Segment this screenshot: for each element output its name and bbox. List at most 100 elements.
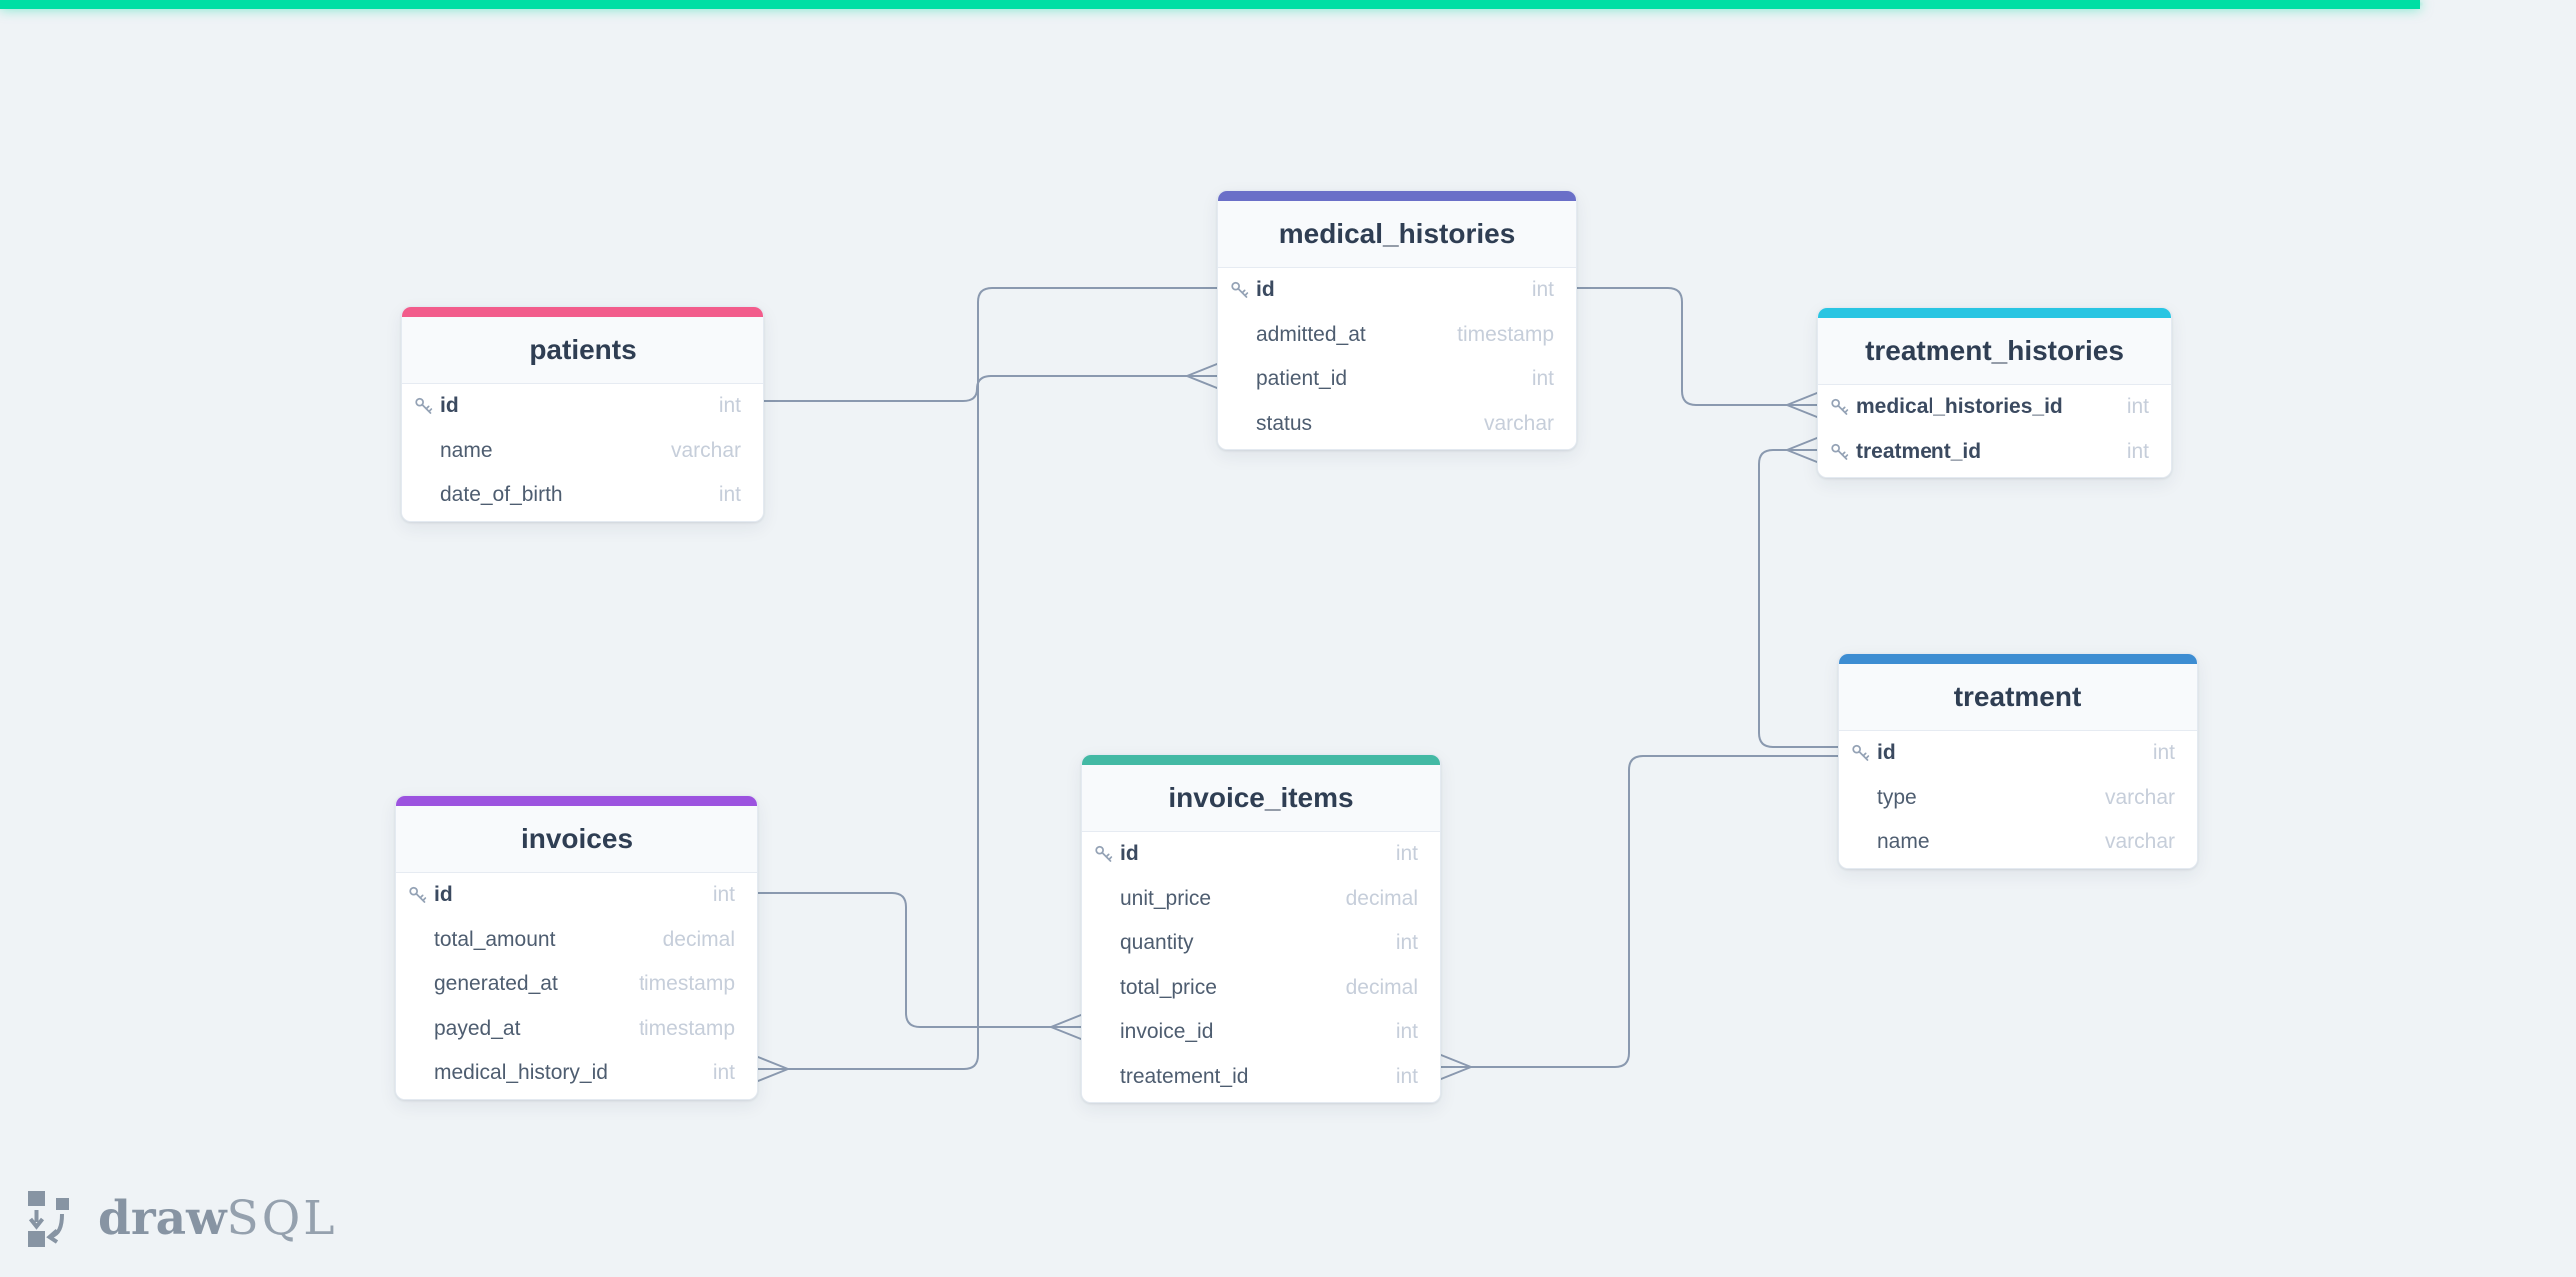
- field-row-invoice_items-quantity[interactable]: quantity int: [1082, 921, 1440, 966]
- field-row-medical_histories-admitted_at[interactable]: admitted_at timestamp: [1218, 313, 1576, 358]
- field-row-invoice_items-invoice_id[interactable]: invoice_id int: [1082, 1010, 1440, 1055]
- field-row-invoice_items-treatement_id[interactable]: treatement_id int: [1082, 1055, 1440, 1100]
- drawsql-logo: drawSQL: [26, 1189, 338, 1249]
- field-row-invoice_items-total_price[interactable]: total_price decimal: [1082, 966, 1440, 1011]
- field-name: patient_id: [1256, 367, 1348, 391]
- field-row-patients-name[interactable]: name varchar: [402, 429, 763, 474]
- field-row-treatment_histories-medical_histories_id[interactable]: medical_histories_id int: [1818, 385, 2171, 430]
- field-name: admitted_at: [1256, 322, 1366, 346]
- top-progress-bar: [0, 0, 2424, 40]
- primary-key-icon: [1849, 742, 1872, 765]
- field-name: treatement_id: [1120, 1064, 1249, 1088]
- field-name: type: [1877, 785, 1917, 809]
- field-type: int: [2152, 741, 2175, 765]
- field-type: int: [1395, 842, 1418, 866]
- field-type: int: [712, 1061, 735, 1085]
- field-type: int: [712, 883, 735, 907]
- drawsql-logo-icon: [28, 1191, 69, 1247]
- field-type: int: [1395, 931, 1418, 955]
- table-color-bar: [396, 796, 757, 806]
- drawsql-logo-text: drawSQL: [98, 1191, 338, 1246]
- primary-key-icon: [1828, 440, 1851, 463]
- field-name: id: [1877, 741, 1896, 765]
- field-name: invoice_id: [1120, 1020, 1214, 1044]
- table-treatment_histories[interactable]: treatment_histories medical_histories_id…: [1817, 307, 2172, 478]
- field-name: quantity: [1120, 931, 1194, 955]
- field-name: id: [1256, 278, 1275, 302]
- table-treatment[interactable]: treatment id int type varchar name varch…: [1838, 653, 2198, 869]
- field-type: int: [2126, 395, 2149, 419]
- field-type: decimal: [662, 927, 735, 951]
- field-name: name: [1877, 830, 1930, 854]
- field-type: int: [718, 483, 741, 507]
- field-row-treatment-type[interactable]: type varchar: [1839, 776, 2197, 821]
- field-type: int: [1531, 367, 1554, 391]
- table-title: invoices: [396, 806, 757, 873]
- primary-key-icon: [1828, 396, 1851, 419]
- field-name: total_price: [1120, 975, 1217, 999]
- field-type: int: [1531, 278, 1554, 302]
- field-name: name: [440, 438, 493, 462]
- field-name: id: [440, 394, 459, 418]
- field-type: varchar: [1483, 411, 1554, 435]
- field-type: varchar: [670, 438, 741, 462]
- table-title: treatment_histories: [1818, 318, 2171, 385]
- field-name: total_amount: [434, 927, 556, 951]
- field-name: status: [1256, 411, 1313, 435]
- field-row-treatment-name[interactable]: name varchar: [1839, 820, 2197, 865]
- field-row-invoices-total_amount[interactable]: total_amount decimal: [396, 918, 757, 963]
- field-type: varchar: [2104, 785, 2175, 809]
- field-row-patients-date_of_birth[interactable]: date_of_birth int: [402, 473, 763, 518]
- field-type: varchar: [2104, 830, 2175, 854]
- table-title: invoice_items: [1082, 765, 1440, 832]
- relationship-invoices-invoice_items[interactable]: [757, 892, 1082, 1040]
- field-row-invoices-id[interactable]: id int: [396, 873, 757, 918]
- field-name: id: [434, 883, 453, 907]
- table-invoices[interactable]: invoices id int total_amount decimal gen…: [395, 795, 758, 1100]
- relationship-treatment-invoice_items[interactable]: [1440, 755, 1839, 1080]
- field-row-medical_histories-patient_id[interactable]: patient_id int: [1218, 357, 1576, 402]
- field-name: id: [1120, 842, 1139, 866]
- field-row-invoices-generated_at[interactable]: generated_at timestamp: [396, 962, 757, 1007]
- field-row-patients-id[interactable]: id int: [402, 384, 763, 429]
- field-name: payed_at: [434, 1016, 521, 1040]
- relationship-patients-medical_histories[interactable]: [763, 363, 1218, 402]
- field-name: medical_history_id: [434, 1061, 608, 1085]
- field-name: generated_at: [434, 972, 558, 996]
- table-title: treatment: [1839, 664, 2197, 731]
- relationship-treatment-treatment_histories[interactable]: [1758, 437, 1839, 748]
- field-row-treatment_histories-treatment_id[interactable]: treatment_id int: [1818, 430, 2171, 475]
- field-type: timestamp: [1457, 322, 1554, 346]
- table-medical_histories[interactable]: medical_histories id int admitted_at tim…: [1217, 190, 1577, 450]
- primary-key-icon: [412, 395, 435, 418]
- primary-key-icon: [1228, 279, 1251, 302]
- field-row-medical_histories-id[interactable]: id int: [1218, 268, 1576, 313]
- field-type: decimal: [1345, 886, 1418, 910]
- field-name: unit_price: [1120, 886, 1212, 910]
- field-type: int: [718, 394, 741, 418]
- field-row-treatment-id[interactable]: id int: [1839, 731, 2197, 776]
- field-row-invoice_items-id[interactable]: id int: [1082, 832, 1440, 877]
- relationship-medical_histories-treatment_histories[interactable]: [1576, 287, 1818, 418]
- field-row-invoices-payed_at[interactable]: payed_at timestamp: [396, 1007, 757, 1052]
- field-type: int: [2126, 439, 2149, 463]
- relationship-medical_histories-invoices[interactable]: [757, 287, 1218, 1082]
- table-title: patients: [402, 317, 763, 384]
- field-type: int: [1395, 1064, 1418, 1088]
- table-invoice_items[interactable]: invoice_items id int unit_price decimal …: [1081, 754, 1441, 1103]
- field-type: decimal: [1345, 975, 1418, 999]
- field-name: treatment_id: [1856, 439, 1982, 463]
- field-row-medical_histories-status[interactable]: status varchar: [1218, 402, 1576, 447]
- primary-key-icon: [406, 884, 429, 907]
- field-row-invoice_items-unit_price[interactable]: unit_price decimal: [1082, 877, 1440, 922]
- field-name: medical_histories_id: [1856, 395, 2063, 419]
- field-type: timestamp: [639, 1016, 735, 1040]
- table-color-bar: [1082, 755, 1440, 765]
- field-type: int: [1395, 1020, 1418, 1044]
- table-title: medical_histories: [1218, 201, 1576, 268]
- table-color-bar: [1818, 308, 2171, 318]
- field-row-invoices-medical_history_id[interactable]: medical_history_id int: [396, 1051, 757, 1096]
- table-patients[interactable]: patients id int name varchar date_of_bir…: [401, 306, 764, 522]
